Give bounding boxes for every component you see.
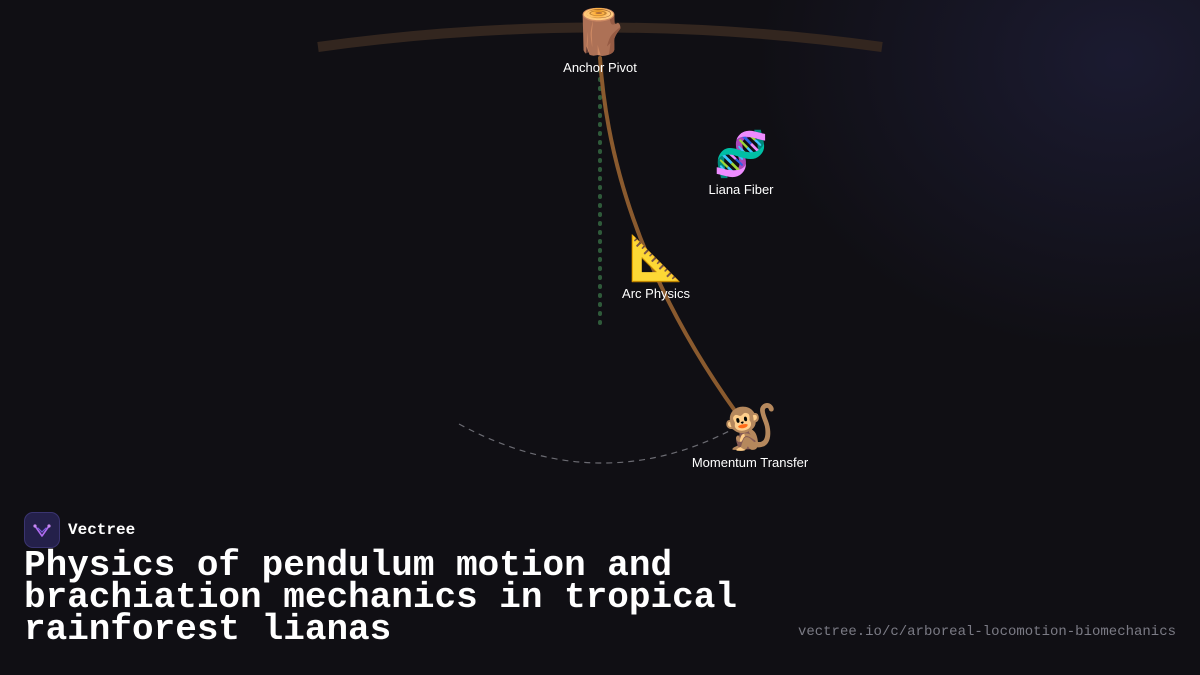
source-url[interactable]: vectree.io/c/arboreal-locomotion-biomech… (797, 624, 1176, 640)
monkey-icon: 🐒 (722, 402, 778, 453)
dna-icon: 🧬 (713, 129, 769, 180)
page-title: Physics of pendulum motion and brachiati… (24, 545, 737, 650)
node-arc-physics: 📐 Arc Physics (622, 234, 690, 302)
triangular-ruler-icon: 📐 (628, 233, 684, 284)
tree-branch (317, 22, 883, 52)
node-label: Momentum Transfer (691, 455, 809, 470)
node-label: Arc Physics (622, 286, 690, 301)
vectree-logo-mark (33, 524, 51, 537)
swing-arc-path (458, 423, 736, 464)
node-anchor-pivot: 🪵 Anchor Pivot (563, 8, 637, 76)
brand: Vectree (24, 512, 135, 548)
node-momentum-transfer: 🐒 Momentum Transfer (692, 403, 808, 471)
node-label: Anchor Pivot (563, 60, 637, 75)
brand-name: Vectree (68, 521, 136, 539)
node-label: Liana Fiber (708, 182, 774, 197)
node-liana-fiber: 🧬 Liana Fiber (708, 130, 773, 198)
liana-vine (598, 56, 740, 417)
wood-log-icon: 🪵 (572, 7, 628, 58)
vectree-logo-icon (24, 512, 60, 548)
